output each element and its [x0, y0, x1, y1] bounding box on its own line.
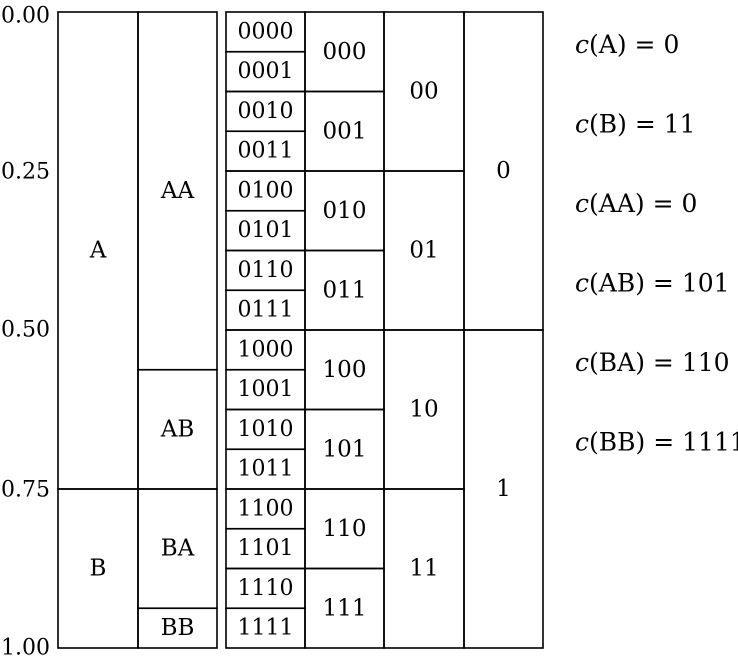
- binary-4bit-label: 0010: [238, 99, 294, 124]
- codeword-entry: c(AB) = 101: [575, 268, 730, 297]
- binary-3bit-label: 110: [323, 516, 367, 542]
- binary-4bit-label: 1000: [238, 337, 294, 362]
- binary-3bit-label: 101: [323, 436, 367, 462]
- code-symbol: A: [598, 30, 618, 59]
- binary-4bit-label: 1111: [238, 616, 294, 641]
- binary-3bit-label: 010: [323, 198, 367, 224]
- single-symbol-column: AB: [57, 11, 139, 649]
- binary-3bit-label: 111: [323, 595, 367, 621]
- binary-4bit-label: 0000: [238, 19, 294, 44]
- code-function-name: c: [575, 268, 589, 297]
- interval-axis: 0.00 0.25 0.50 0.75 1.00: [1, 4, 50, 658]
- binary-4bit-label: 1010: [238, 417, 294, 442]
- binary-3bit-label: 001: [323, 118, 367, 144]
- code-symbol: AA: [598, 189, 636, 218]
- code-symbol: BB: [599, 427, 636, 456]
- binary-1bit-label: 0: [496, 158, 511, 184]
- code-symbol: B: [599, 109, 617, 138]
- codeword-entry: c(BA) = 110: [575, 348, 730, 377]
- binary-4bit-label: 0101: [238, 218, 294, 243]
- binary-4bit-label: 0011: [238, 139, 294, 164]
- codeword-entry: c(BB) = 1111: [575, 427, 738, 456]
- equals-sign: ) =: [636, 427, 683, 456]
- four-bit-column: 0000 0001 0010 0011 0100 0101 0110 0111 1000 1001…: [225, 11, 306, 649]
- code-function-name: c: [575, 30, 589, 59]
- binary-4bit-label: 1100: [238, 496, 294, 521]
- symbol-label: B: [90, 556, 107, 582]
- binary-2bit-label: 01: [409, 238, 438, 264]
- pair-symbol-column: AA AB BA BB: [137, 11, 218, 649]
- binary-1bit-label: 1: [496, 476, 511, 502]
- code-function-name: c: [575, 427, 589, 456]
- open-paren: (: [589, 268, 599, 297]
- codeword-entry: c(B) = 11: [575, 109, 696, 138]
- pair-interval: [137, 607, 218, 649]
- binary-4bit-label: 1011: [238, 457, 294, 482]
- code-value: 1111: [682, 427, 738, 456]
- binary-4bit-label: 0111: [238, 298, 294, 323]
- equals-sign: ) =: [635, 189, 682, 218]
- code-symbol: AB: [598, 268, 635, 297]
- two-bit-column: 00 01 10 11: [383, 11, 465, 649]
- pair-label: AB: [160, 416, 195, 442]
- code-value: 11: [664, 109, 696, 138]
- axis-tick-label: 0.25: [1, 160, 50, 185]
- equals-sign: ) =: [617, 109, 664, 138]
- open-paren: (: [589, 109, 599, 138]
- equals-sign: ) =: [617, 30, 664, 59]
- axis-tick-label: 1.00: [1, 636, 50, 658]
- axis-tick-label: 0.00: [1, 4, 50, 29]
- open-paren: (: [589, 30, 599, 59]
- code-function-name: c: [575, 348, 589, 377]
- binary-4bit-label: 0110: [238, 258, 294, 283]
- code-value: 110: [682, 348, 730, 377]
- equals-sign: ) =: [635, 268, 682, 297]
- open-paren: (: [589, 189, 599, 218]
- binary-4bit-label: 0001: [238, 59, 294, 84]
- codeword-entry: c(AA) = 0: [575, 189, 697, 218]
- open-paren: (: [589, 348, 599, 377]
- one-bit-column: 01: [463, 11, 544, 649]
- axis-tick-label: 0.75: [1, 478, 50, 503]
- binary-4bit-label: 1001: [238, 377, 294, 402]
- code-value: 0: [663, 30, 679, 59]
- code-symbol: BA: [599, 348, 636, 377]
- binary-2bit-label: 11: [409, 556, 438, 582]
- equals-sign: ) =: [635, 348, 682, 377]
- symbol-label: A: [89, 238, 107, 264]
- codeword-entry: c(A) = 0: [575, 30, 679, 59]
- pair-label: AA: [160, 178, 195, 204]
- binary-3bit-label: 000: [323, 39, 367, 65]
- binary-1bit-interval: [463, 329, 544, 649]
- binary-2bit-label: 10: [409, 397, 438, 423]
- binary-4bit-label: 1110: [238, 576, 294, 601]
- binary-4bit-label: 0100: [238, 178, 294, 203]
- binary-3bit-label: 011: [323, 277, 367, 303]
- code-function-name: c: [575, 189, 589, 218]
- pair-label: BB: [161, 615, 195, 641]
- code-function-name: c: [575, 109, 589, 138]
- codeword-list: c(A) = 0c(B) = 11c(AA) = 0c(AB) = 101c(B…: [575, 30, 738, 457]
- three-bit-column: 000 001 010 011 100 101 110 111: [304, 11, 385, 649]
- open-paren: (: [589, 427, 599, 456]
- binary-3bit-label: 100: [323, 357, 367, 383]
- binary-4bit-label: 1101: [238, 536, 294, 561]
- code-value: 101: [682, 268, 730, 297]
- code-value: 0: [682, 189, 698, 218]
- axis-tick-label: 0.50: [1, 318, 50, 343]
- pair-label: BA: [161, 536, 195, 562]
- binary-2bit-label: 00: [409, 79, 438, 105]
